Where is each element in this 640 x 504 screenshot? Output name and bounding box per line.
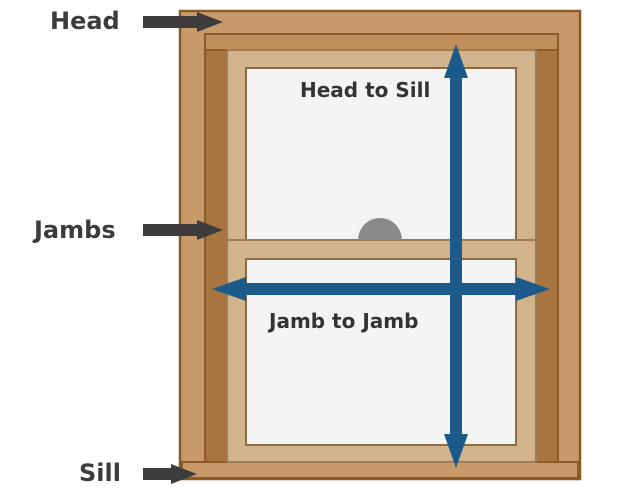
window-right-jamb xyxy=(535,49,559,465)
window-head xyxy=(204,33,559,51)
sill-label: Sill xyxy=(79,459,121,487)
upper-glass xyxy=(245,67,517,241)
head-to-sill-label: Head to Sill xyxy=(300,78,431,102)
jamb-to-jamb-arrow xyxy=(212,277,550,301)
head-to-sill-arrow xyxy=(444,44,468,468)
jambs-pointer-arrow xyxy=(143,220,223,240)
head-label: Head xyxy=(50,7,120,35)
window-sill xyxy=(181,461,579,479)
sill-pointer-arrow xyxy=(143,464,197,484)
jambs-label: Jambs xyxy=(34,216,116,244)
head-pointer-arrow xyxy=(143,12,223,32)
jamb-to-jamb-label: Jamb to Jamb xyxy=(269,309,419,333)
window-left-jamb xyxy=(204,49,228,465)
sash-lock-icon xyxy=(358,218,402,240)
